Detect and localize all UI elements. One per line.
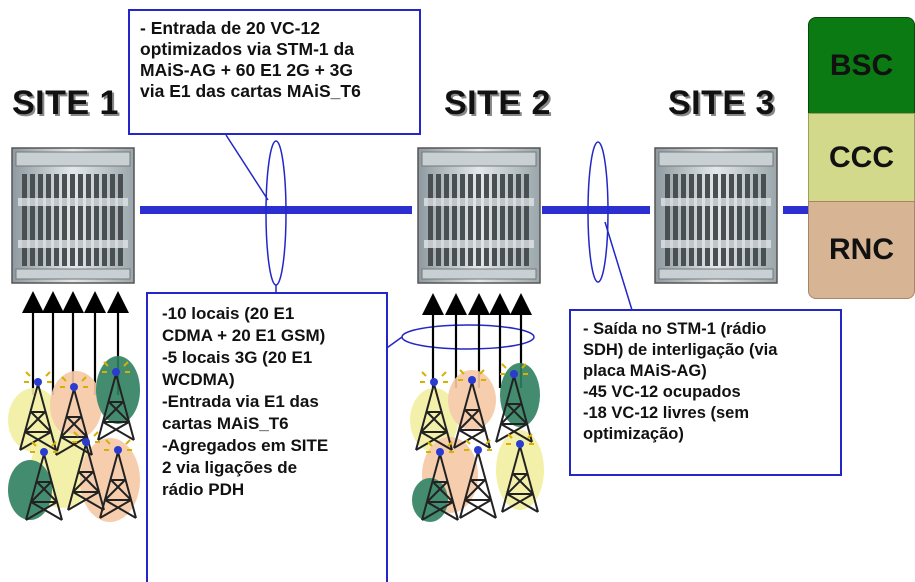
rnc-block: RNC [808,201,915,299]
site1-rack [11,147,135,284]
site-1-title: SITE 1 [12,84,119,122]
site-2-title: SITE 2 [444,84,551,122]
ccc-block: CCC [808,113,915,203]
site2-rack [417,147,541,284]
site1-radio-links [22,291,129,395]
sdh-output-note: - Saída no STM-1 (rádio SDH) de interlig… [569,309,842,476]
site1-coverage [8,356,140,522]
pdh-links-ellipse [401,324,535,350]
stm1-input-note: - Entrada de 20 VC-12 optimizados via ST… [128,9,421,135]
sdh-link-ellipse [587,141,609,283]
site1-aggregation-note: -10 locais (20 E1 CDMA + 20 E1 GSM) -5 l… [146,292,388,582]
diagram-graphics [8,134,808,522]
site3-rack [654,147,778,284]
site-3-title: SITE 3 [668,84,775,122]
